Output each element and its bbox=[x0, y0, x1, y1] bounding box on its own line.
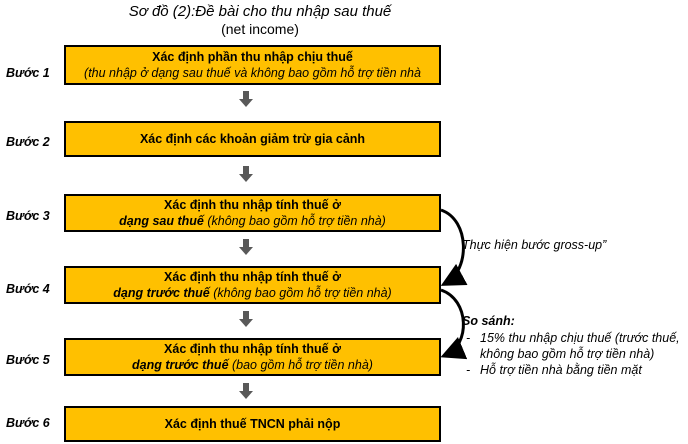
step-5-detail: dạng trước thuế (bao gồm hỗ trợ tiền nhà… bbox=[132, 358, 373, 372]
compare-heading: So sánh: bbox=[462, 314, 515, 328]
step-4-detail: dạng trước thuế (không bao gồm hỗ trợ ti… bbox=[113, 286, 392, 300]
step-box-6: Xác định thuế TNCN phải nộp bbox=[64, 406, 441, 442]
step-label-5: Bước 5 bbox=[6, 353, 50, 367]
step-6-title: Xác định thuế TNCN phải nộp bbox=[164, 417, 341, 431]
step-label-2: Bước 2 bbox=[6, 135, 50, 149]
step-3-detail: dạng sau thuế (không bao gồm hỗ trợ tiền… bbox=[119, 214, 386, 228]
step-box-4: Xác định thu nhập tính thuế ở dạng trước… bbox=[64, 266, 441, 304]
gross-up-note: Thực hiện bước gross-up” bbox=[462, 238, 607, 252]
step-1-detail: (thu nhập ở dạng sau thuế và không bao g… bbox=[84, 66, 421, 80]
step-label-1: Bước 1 bbox=[6, 66, 50, 80]
down-arrow-icon bbox=[239, 383, 253, 399]
list-item: 15% thu nhập chịu thuế (trước thuế, khôn… bbox=[466, 330, 687, 362]
step-label-4: Bước 4 bbox=[6, 282, 50, 296]
step-box-2: Xác định các khoản giảm trừ gia cảnh bbox=[64, 121, 441, 157]
gross-up-curve-arrow bbox=[440, 208, 468, 286]
down-arrow-icon bbox=[239, 91, 253, 107]
compare-curve-arrow bbox=[440, 288, 468, 360]
step-5-title: Xác định thu nhập tính thuế ở bbox=[164, 342, 341, 356]
step-label-3: Bước 3 bbox=[6, 209, 50, 223]
down-arrow-icon bbox=[239, 166, 253, 182]
diagram-subtitle: (net income) bbox=[221, 21, 299, 37]
step-1-title: Xác định phần thu nhập chịu thuế bbox=[152, 50, 353, 64]
step-box-3: Xác định thu nhập tính thuế ở dạng sau t… bbox=[64, 194, 441, 232]
down-arrow-icon bbox=[239, 311, 253, 327]
step-box-5: Xác định thu nhập tính thuế ở dạng trước… bbox=[64, 338, 441, 376]
step-box-1: Xác định phần thu nhập chịu thuế (thu nh… bbox=[64, 45, 441, 85]
down-arrow-icon bbox=[239, 239, 253, 255]
list-item: Hỗ trợ tiền nhà bằng tiền mặt bbox=[466, 362, 687, 378]
step-2-title: Xác định các khoản giảm trừ gia cảnh bbox=[139, 132, 366, 146]
step-3-title: Xác định thu nhập tính thuế ở bbox=[164, 198, 341, 212]
compare-note: So sánh: 15% thu nhập chịu thuế (trước t… bbox=[462, 314, 687, 378]
compare-list: 15% thu nhập chịu thuế (trước thuế, khôn… bbox=[462, 330, 687, 378]
step-4-title: Xác định thu nhập tính thuế ở bbox=[164, 270, 341, 284]
diagram-title: Sơ đồ (2):Đề bài cho thu nhập sau thuế bbox=[128, 3, 392, 20]
step-label-6: Bước 6 bbox=[6, 416, 50, 430]
